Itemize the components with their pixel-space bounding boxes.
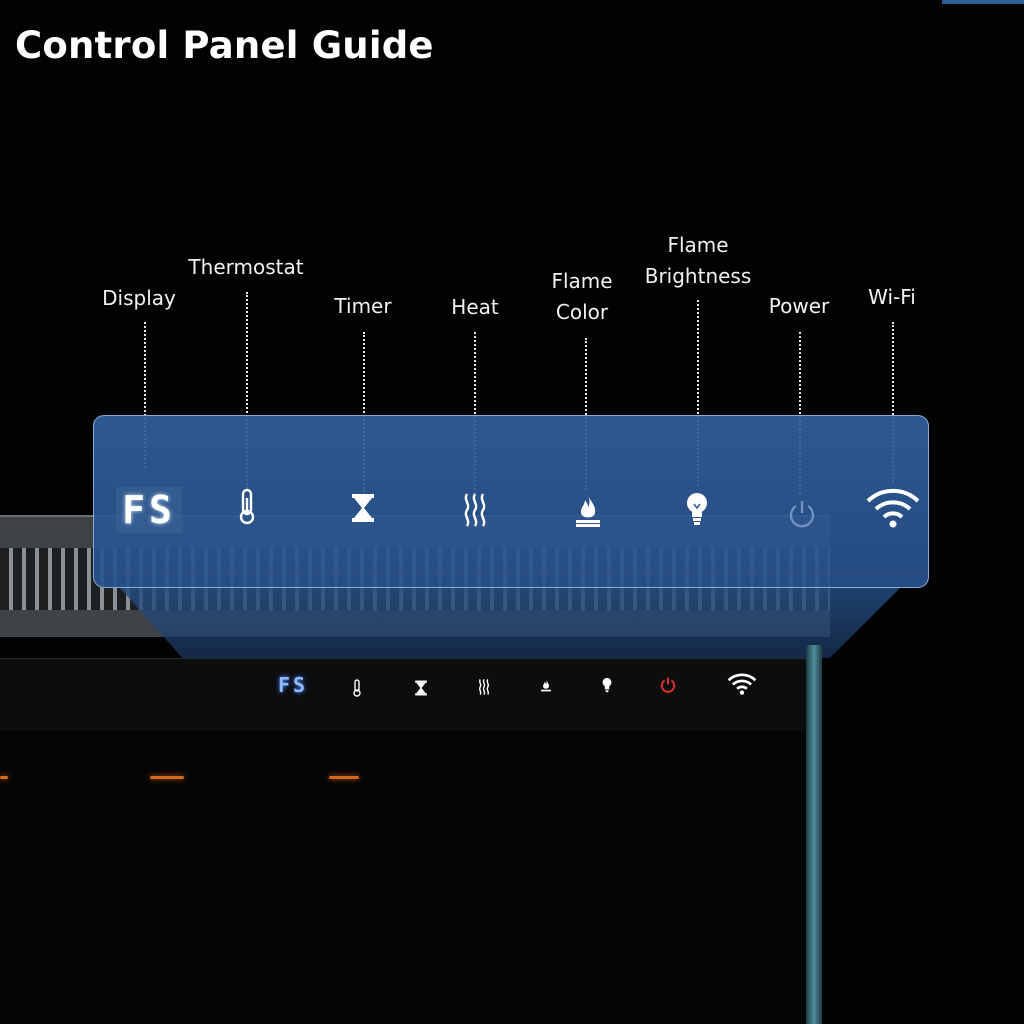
leader-line (892, 322, 894, 482)
strip-flame-color-icon[interactable] (539, 679, 553, 693)
strip-heat-waves-icon[interactable] (476, 678, 492, 696)
label-heat: Heat (451, 295, 499, 319)
ember-glow (150, 776, 184, 779)
strip-hourglass-icon[interactable] (415, 680, 428, 696)
leader-line (246, 292, 248, 488)
leader-line (585, 338, 587, 490)
fireplace-control-strip (0, 658, 822, 732)
strip-display-text: FS (277, 673, 309, 697)
wifi-icon[interactable] (865, 487, 921, 529)
ember-glow (329, 776, 359, 779)
strip-display-readout: FS (278, 673, 308, 697)
control-panel-callout (93, 415, 929, 588)
label-power: Power (768, 294, 830, 318)
strip-power-icon[interactable] (659, 676, 677, 694)
hourglass-icon[interactable] (351, 493, 375, 523)
side-glass-edge (806, 645, 822, 1024)
leader-line (144, 322, 146, 468)
leader-line (697, 300, 699, 486)
leader-line (799, 332, 801, 494)
flame-color-icon[interactable] (573, 494, 603, 528)
thermometer-icon[interactable] (236, 488, 258, 526)
power-icon[interactable] (787, 498, 817, 530)
callout-connector (120, 588, 900, 658)
strip-lightbulb-icon[interactable] (601, 677, 613, 693)
display-readout: FS (116, 487, 182, 533)
strip-wifi-icon[interactable] (727, 672, 757, 696)
leader-line (474, 332, 476, 494)
label-display: Display (102, 286, 176, 310)
display-readout-text: FS (116, 487, 182, 533)
leader-line (363, 332, 365, 492)
label-timer: Timer (334, 294, 392, 318)
lightbulb-icon[interactable] (684, 491, 710, 527)
label-flame-brightness: Flame Brightness (644, 233, 752, 288)
page-title: Control Panel Guide (15, 24, 434, 67)
heat-waves-icon[interactable] (460, 491, 490, 529)
ember-glow (0, 776, 8, 779)
label-flame-color: Flame Color (551, 269, 613, 324)
corner-accent (942, 0, 1024, 4)
label-wifi: Wi-Fi (868, 285, 916, 309)
strip-thermometer-icon[interactable] (352, 679, 362, 697)
label-thermostat: Thermostat (188, 255, 304, 279)
firebox (0, 731, 806, 1024)
